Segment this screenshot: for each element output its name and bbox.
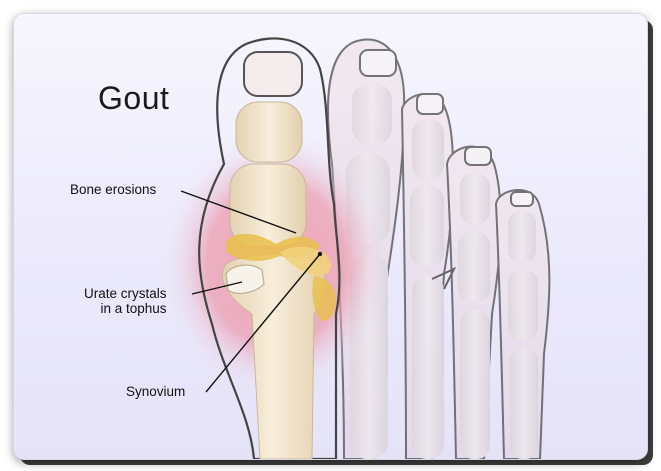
- big-toenail: [244, 52, 302, 96]
- diagram-title: Gout: [98, 80, 169, 117]
- label-urate-line1: Urate crystals: [84, 286, 167, 301]
- label-urate-line2: in a tophus: [84, 301, 167, 316]
- diagram-panel: Gout Bone erosions Urate crystals in a t…: [14, 14, 647, 459]
- label-urate-crystals: Urate crystals in a tophus: [84, 286, 167, 316]
- label-synovium: Synovium: [126, 384, 185, 399]
- label-bone-erosions: Bone erosions: [70, 182, 156, 197]
